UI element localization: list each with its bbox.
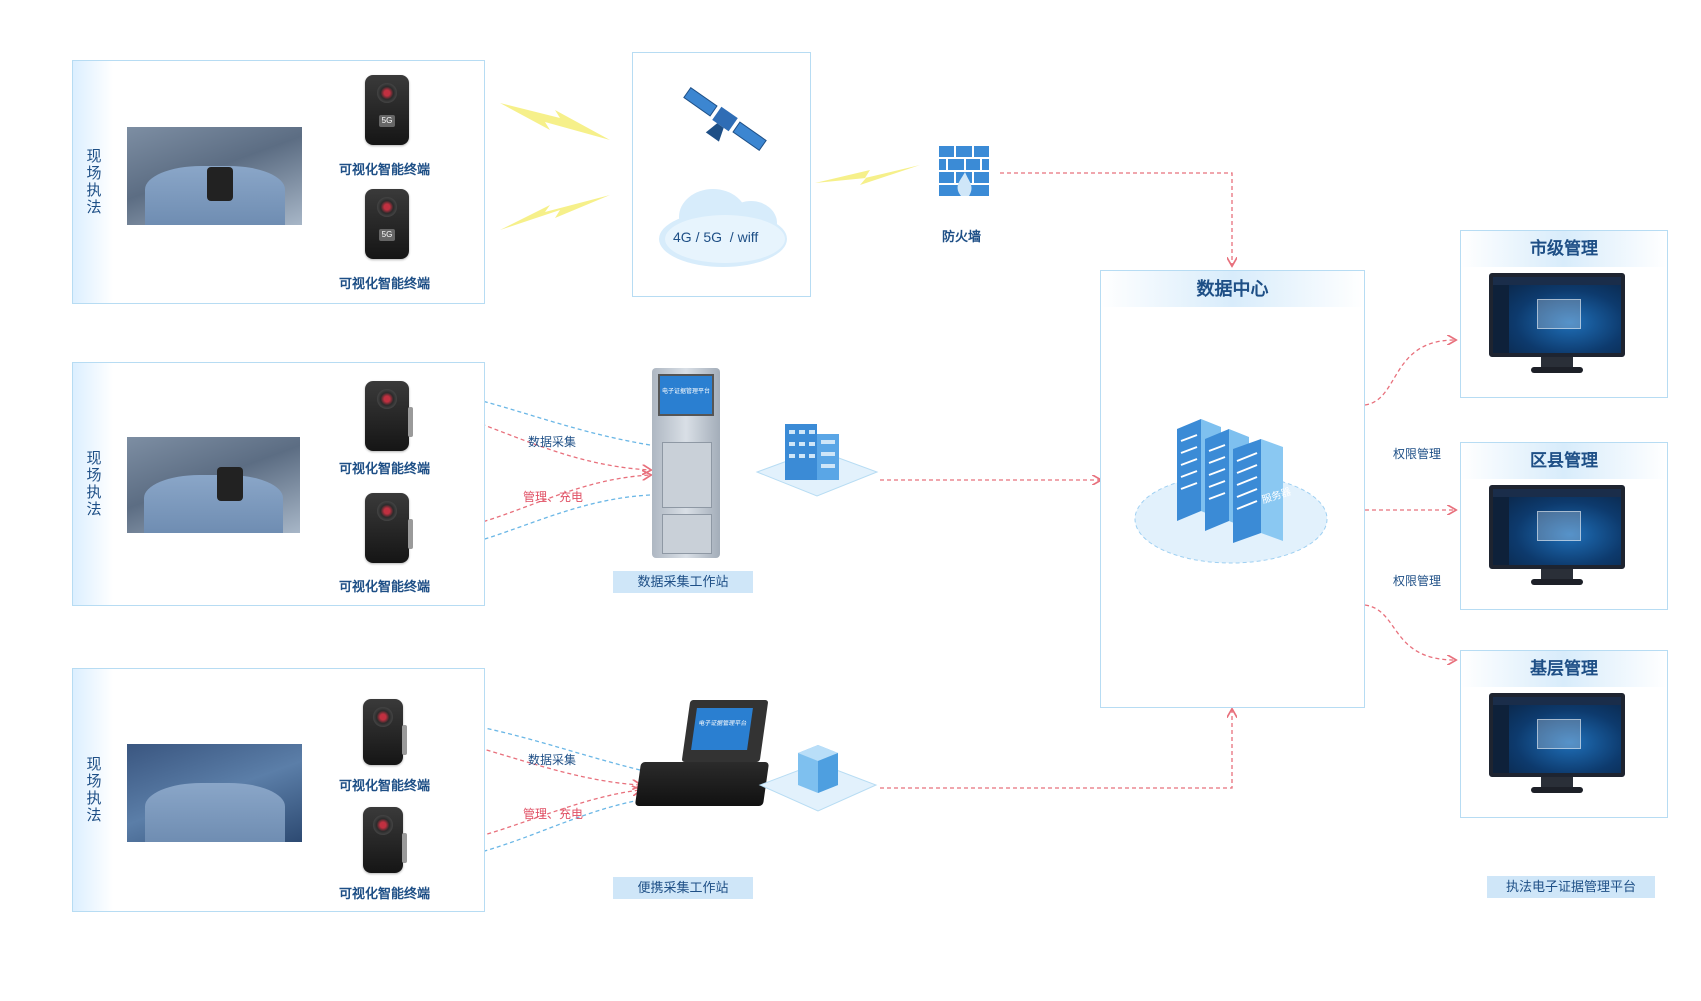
terminal-device xyxy=(363,807,407,873)
flow-label-manage: 管理、充电 xyxy=(523,807,584,821)
officer-photo xyxy=(127,437,300,533)
workstation-label: 数据采集工作站 xyxy=(613,571,753,593)
portable-screen: 电子证据管理平台 xyxy=(691,708,753,750)
management-title: 基层管理 xyxy=(1461,651,1667,687)
officer-photo xyxy=(127,744,302,842)
terminal-label: 可视化智能终端 xyxy=(339,162,431,177)
network-panel: 4G / 5G / wiff xyxy=(632,52,811,297)
firewall-label: 防火墙 xyxy=(942,229,982,244)
terminal-device xyxy=(365,493,413,563)
satellite-icon xyxy=(659,87,787,267)
terminal-device: 5G xyxy=(365,75,409,145)
flow-label-collect: 数据采集 xyxy=(528,753,577,767)
data-center-title: 数据中心 xyxy=(1101,271,1364,307)
workstation-kiosk: 电子证据管理平台 xyxy=(652,368,720,558)
field-panel-1: 现场执法 5G 可视化智能终端 5G 可视化智能终端 xyxy=(72,60,485,304)
cube-icon xyxy=(758,745,878,812)
terminal-label: 可视化智能终端 xyxy=(339,276,431,291)
management-panel-county: 区县管理 xyxy=(1460,442,1668,610)
monitor-icon xyxy=(1489,485,1625,569)
officer-photo xyxy=(127,127,302,225)
permission-label: 权限管理 xyxy=(1393,447,1442,461)
terminal-label: 可视化智能终端 xyxy=(339,579,431,594)
portable-workstation: 电子证据管理平台 xyxy=(634,700,770,812)
terminal-label: 可视化智能终端 xyxy=(339,461,431,476)
lightning-bolt xyxy=(500,195,610,230)
cloud-icon xyxy=(659,189,787,267)
portable-label: 便携采集工作站 xyxy=(613,877,753,899)
flow-label-collect: 数据采集 xyxy=(528,435,577,449)
monitor-icon xyxy=(1489,273,1625,357)
server-icon xyxy=(1134,419,1328,564)
monitor-icon xyxy=(1489,693,1625,777)
firewall-icon xyxy=(939,146,989,196)
flow-label-manage: 管理、充电 xyxy=(523,490,584,504)
management-panel-grassroots: 基层管理 xyxy=(1460,650,1668,818)
terminal-device xyxy=(365,381,413,451)
terminal-label: 可视化智能终端 xyxy=(339,886,431,901)
management-title: 市级管理 xyxy=(1461,231,1667,267)
network-cloud-text: 4G / 5G / wiff xyxy=(673,229,759,245)
field-panel-3: 现场执法 可视化智能终端 可视化智能终端 xyxy=(72,668,485,912)
field-panel-2: 现场执法 可视化智能终端 可视化智能终端 xyxy=(72,362,485,606)
building-icon xyxy=(755,424,879,497)
terminal-device xyxy=(363,699,407,765)
permission-label: 权限管理 xyxy=(1393,574,1442,588)
scene-label-box: 现场执法 xyxy=(73,61,113,303)
management-title: 区县管理 xyxy=(1461,443,1667,479)
scene-label-box: 现场执法 xyxy=(73,669,113,911)
management-panel-city: 市级管理 xyxy=(1460,230,1668,398)
terminal-device: 5G xyxy=(365,189,409,259)
scene-label: 现场执法 xyxy=(84,450,102,518)
workstation-screen: 电子证据管理平台 xyxy=(658,374,714,416)
lightning-bolt xyxy=(815,165,920,185)
scene-label: 现场执法 xyxy=(84,756,102,824)
scene-label: 现场执法 xyxy=(84,148,102,216)
platform-label: 执法电子证据管理平台 xyxy=(1487,876,1655,898)
lightning-bolt xyxy=(500,103,610,140)
data-center-panel: 数据中心 服务器 xyxy=(1100,270,1365,708)
terminal-label: 可视化智能终端 xyxy=(339,778,431,793)
scene-label-box: 现场执法 xyxy=(73,363,113,605)
